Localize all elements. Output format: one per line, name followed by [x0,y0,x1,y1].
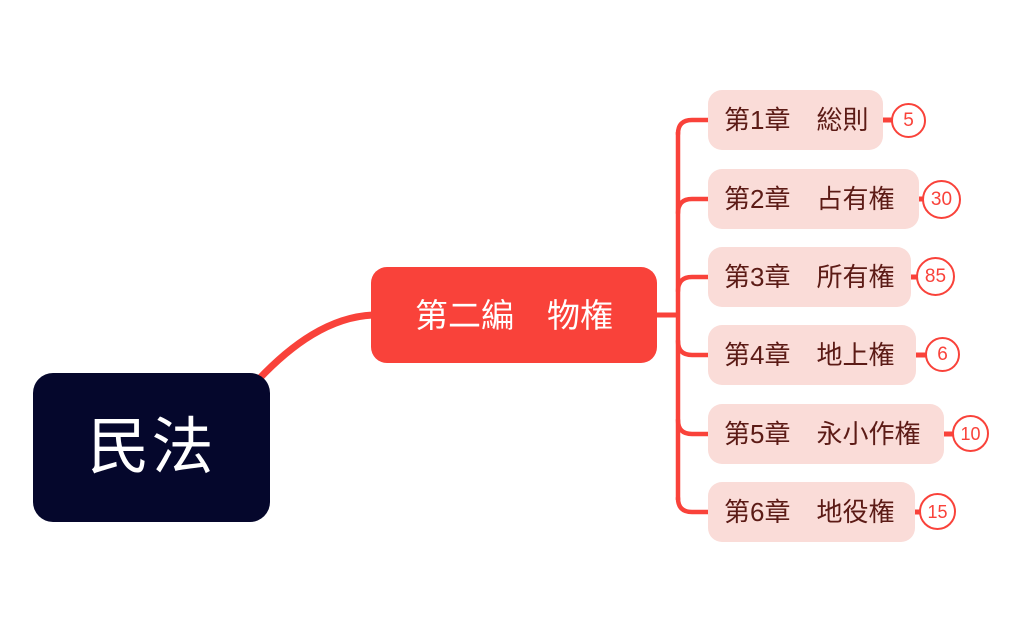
chapter-count-badge-text: 30 [930,189,953,210]
chapter-count-badge-5[interactable]: 10 [952,415,989,452]
center-node-label: 第二編 物権 [415,296,613,334]
chapter-node-6[interactable]: 第6章 地役権 [708,482,915,542]
chapter-count-badge-2[interactable]: 30 [922,180,961,219]
chapter-node-label: 第2章 占有権 [724,184,895,214]
connector-branch-4 [675,338,713,358]
connector-branch-1 [675,117,713,137]
connector-branch-5 [675,417,713,437]
chapter-node-2[interactable]: 第2章 占有権 [708,169,919,229]
root-node-label: 民法 [87,412,216,482]
chapter-count-badge-text: 10 [960,423,981,444]
chapter-count-badge-text: 15 [927,501,948,522]
connector-branch-3 [675,274,713,294]
connector-branch-6 [675,495,713,515]
center-node-part-2[interactable]: 第二編 物権 [371,267,657,363]
chapter-count-badge-text: 85 [924,266,947,287]
chapter-count-badge-text: 6 [937,344,948,365]
chapter-count-badge-text: 5 [903,110,914,131]
root-node[interactable]: 民法 [33,373,270,522]
chapter-count-badge-1[interactable]: 5 [891,103,926,138]
chapter-count-badge-3[interactable]: 85 [916,257,955,296]
chapter-node-5[interactable]: 第5章 永小作権 [708,404,944,464]
chapter-node-label: 第6章 地役権 [724,497,895,527]
chapter-count-badge-4[interactable]: 6 [925,337,960,372]
chapter-node-4[interactable]: 第4章 地上権 [708,325,916,385]
chapter-count-badge-6[interactable]: 15 [919,493,956,530]
chapter-node-1[interactable]: 第1章 総則 [708,90,883,150]
chapter-node-label: 第1章 総則 [724,105,869,135]
chapter-node-label: 第3章 所有権 [724,262,895,292]
chapter-node-3[interactable]: 第3章 所有権 [708,247,911,307]
connector-root-to-center [254,311,377,384]
chapter-node-label: 第5章 永小作権 [724,419,921,449]
chapter-node-label: 第4章 地上権 [724,340,895,370]
connector-branch-2 [675,196,713,216]
